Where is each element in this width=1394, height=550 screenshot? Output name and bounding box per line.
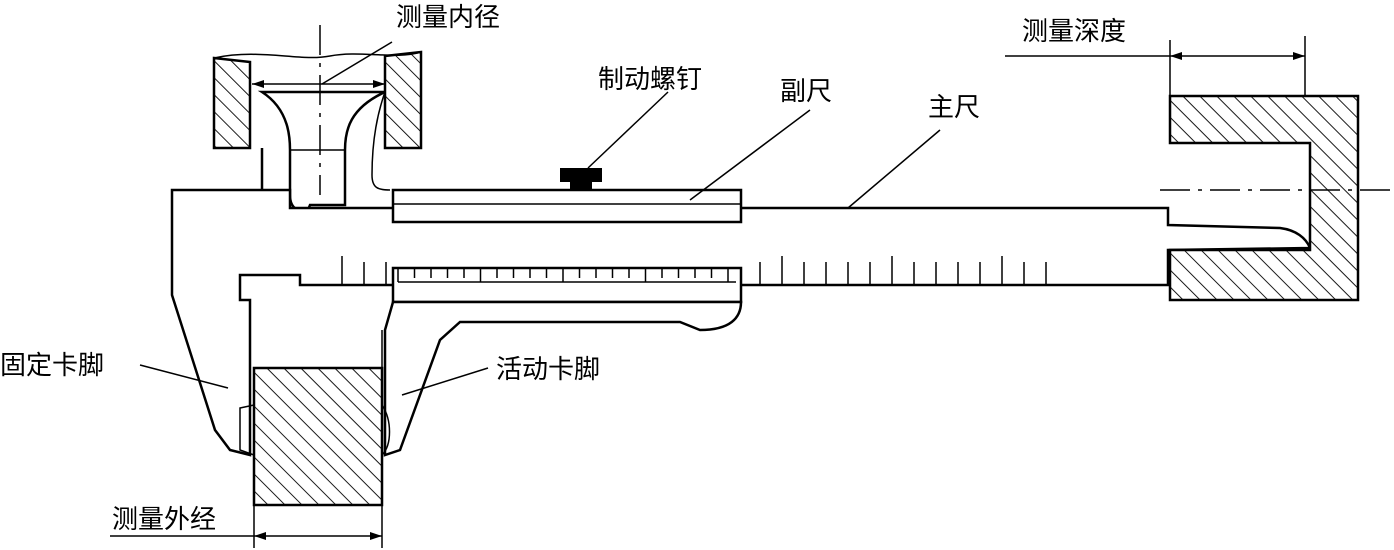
lock-screw <box>560 168 602 190</box>
label-vernier: 副尺 <box>780 77 832 107</box>
depth-dimension <box>1005 36 1306 96</box>
outer-workpiece <box>252 366 384 507</box>
label-inner-diameter: 测量内径 <box>396 3 500 33</box>
vernier-scale-ticks <box>397 268 729 282</box>
outer-diameter-dimension <box>110 330 383 548</box>
inner-workpiece <box>212 50 423 150</box>
depth-workpiece <box>1160 94 1394 302</box>
main-scale-body <box>170 148 1312 457</box>
label-fixed-jaw: 固定卡脚 <box>0 351 104 381</box>
vernier-scale-plate <box>391 266 743 304</box>
label-movable-jaw: 活动卡脚 <box>496 355 600 385</box>
label-depth: 测量深度 <box>1022 17 1126 47</box>
vernier-assembly <box>383 188 743 457</box>
leader-movable-jaw <box>401 367 489 396</box>
leader-vernier <box>689 109 811 201</box>
label-outer-diameter: 测量外经 <box>112 505 216 535</box>
label-main-scale: 主尺 <box>928 93 980 123</box>
main-scale-ticks <box>341 256 1047 285</box>
inner-diameter-dimension <box>252 25 393 195</box>
leader-fixed-jaw <box>139 364 229 389</box>
vernier-upper-plate <box>391 188 743 224</box>
label-lock-screw: 制动螺钉 <box>598 65 702 95</box>
leader-main-scale <box>847 129 941 209</box>
leader-lock-screw <box>587 91 669 169</box>
